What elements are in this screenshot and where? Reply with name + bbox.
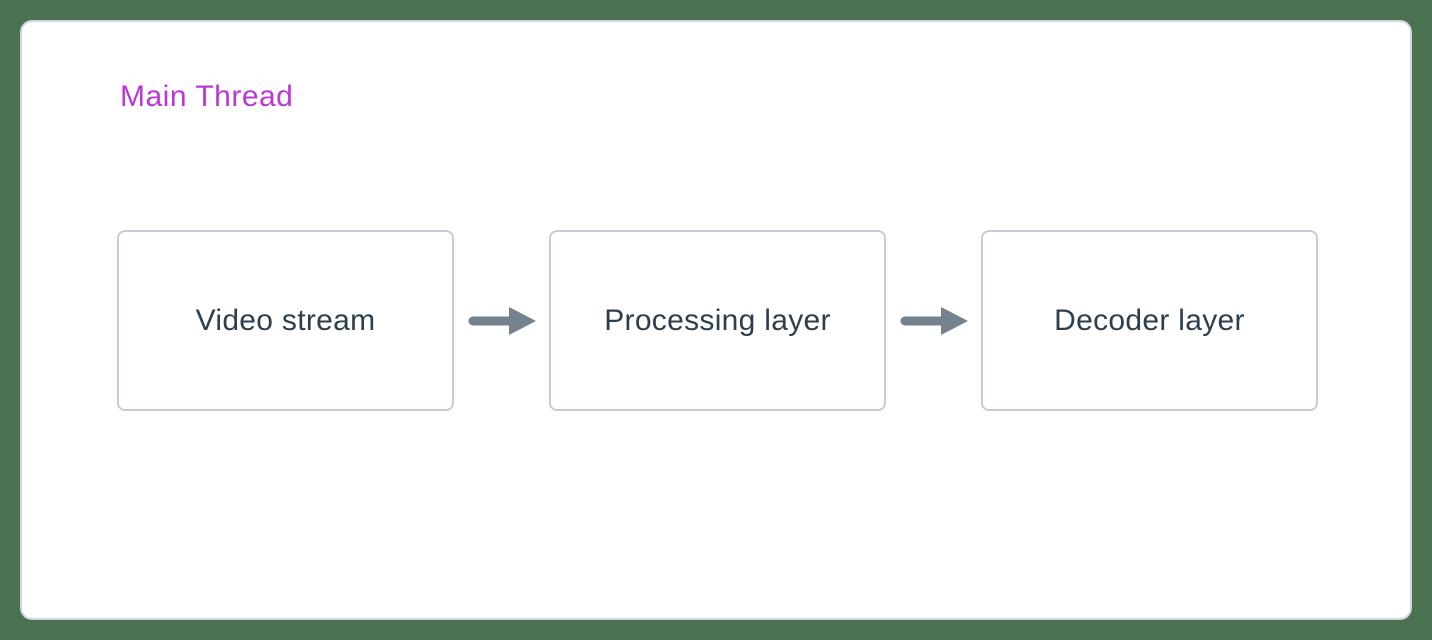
main-thread-panel: Main Thread Video stream Processing laye…	[20, 20, 1412, 620]
connector-2	[886, 303, 981, 339]
arrow-right-icon	[468, 306, 536, 335]
flow-diagram: Video stream Processing layer Decoder la…	[117, 230, 1318, 411]
connector-1	[454, 303, 549, 339]
node-label: Video stream	[195, 303, 376, 337]
node-video-stream[interactable]: Video stream	[117, 230, 454, 411]
node-label: Processing layer	[604, 303, 831, 337]
panel-title: Main Thread	[120, 80, 294, 113]
arrow-right-icon	[900, 306, 968, 335]
node-decoder-layer[interactable]: Decoder layer	[981, 230, 1318, 411]
node-processing-layer[interactable]: Processing layer	[549, 230, 886, 411]
node-label: Decoder layer	[1054, 303, 1245, 337]
